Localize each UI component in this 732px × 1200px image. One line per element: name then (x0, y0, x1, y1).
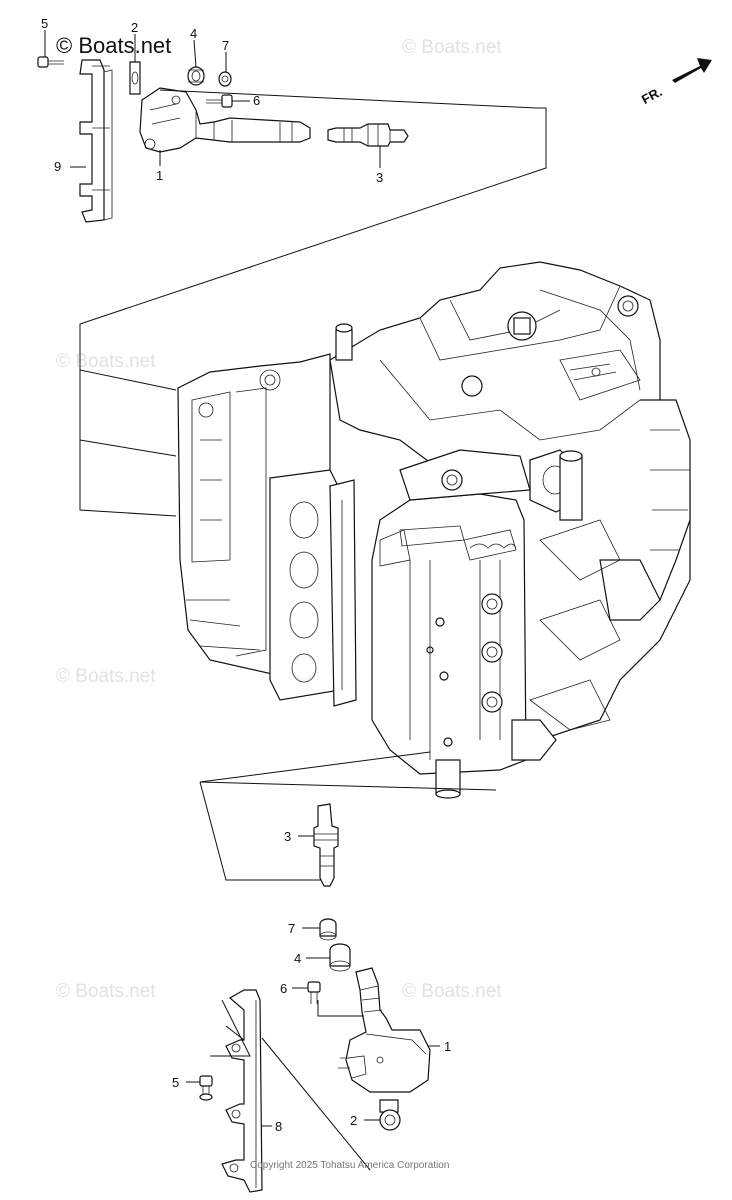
watermark: © Boats.net (56, 351, 156, 372)
watermark: © Boats.net (402, 37, 502, 58)
seal-4-top[interactable] (187, 66, 205, 86)
watermark: © Boats.net (56, 666, 156, 687)
front-arrow-icon (672, 58, 712, 83)
callout-5: 5 (41, 16, 48, 31)
callout-7: 7 (222, 38, 229, 53)
callout-6: 6 (253, 93, 260, 108)
copyright-text: Copyright 2025 Tohatsu America Corporati… (250, 1160, 449, 1171)
callout-8-bottom: 8 (275, 1119, 282, 1134)
coil-bracket-9[interactable] (79, 59, 113, 223)
callout-2-bottom: 2 (350, 1113, 357, 1128)
ignition-coil-1-bottom[interactable] (338, 967, 431, 1093)
callout-3: 3 (376, 170, 383, 185)
callout-5-bottom: 5 (172, 1075, 179, 1090)
bolt-6-top[interactable] (206, 94, 233, 108)
callout-7-bottom: 7 (288, 921, 295, 936)
spark-plug-3-bottom[interactable] (313, 803, 339, 887)
callout-6-bottom: 6 (280, 981, 287, 996)
gasket-2-top[interactable] (129, 61, 141, 95)
callout-3-bottom: 3 (284, 829, 291, 844)
watermark: © Boats.net (402, 981, 502, 1002)
top-ignition-assembly: 5 2 4 7 6 1 3 9 (37, 16, 547, 517)
front-direction-indicator: FR. (639, 58, 712, 107)
coil-bracket-8[interactable] (221, 989, 263, 1193)
seal-4-bottom[interactable] (329, 943, 351, 972)
engine-block (177, 261, 691, 799)
cap-7-top[interactable] (218, 71, 232, 87)
ignition-coil-1-top[interactable] (139, 87, 311, 153)
front-label: FR. (639, 84, 665, 107)
spark-plug-3-top[interactable] (327, 123, 409, 147)
bolt-5-bottom[interactable] (199, 1075, 213, 1101)
gasket-2-bottom[interactable] (379, 1099, 401, 1131)
callout-1: 1 (156, 168, 163, 183)
cap-7-bottom[interactable] (319, 918, 337, 941)
callout-2: 2 (131, 20, 138, 35)
bolt-5-top[interactable] (37, 56, 64, 68)
watermark-main: © Boats.net (56, 33, 171, 58)
watermark: © Boats.net (56, 981, 156, 1002)
bolt-6-bottom[interactable] (307, 981, 321, 1004)
callout-4-bottom: 4 (294, 951, 301, 966)
callout-4: 4 (190, 26, 197, 41)
callout-9: 9 (54, 159, 61, 174)
bottom-ignition-assembly: 3 7 4 6 1 5 2 8 (172, 803, 451, 1193)
callout-1-bottom: 1 (444, 1039, 451, 1054)
